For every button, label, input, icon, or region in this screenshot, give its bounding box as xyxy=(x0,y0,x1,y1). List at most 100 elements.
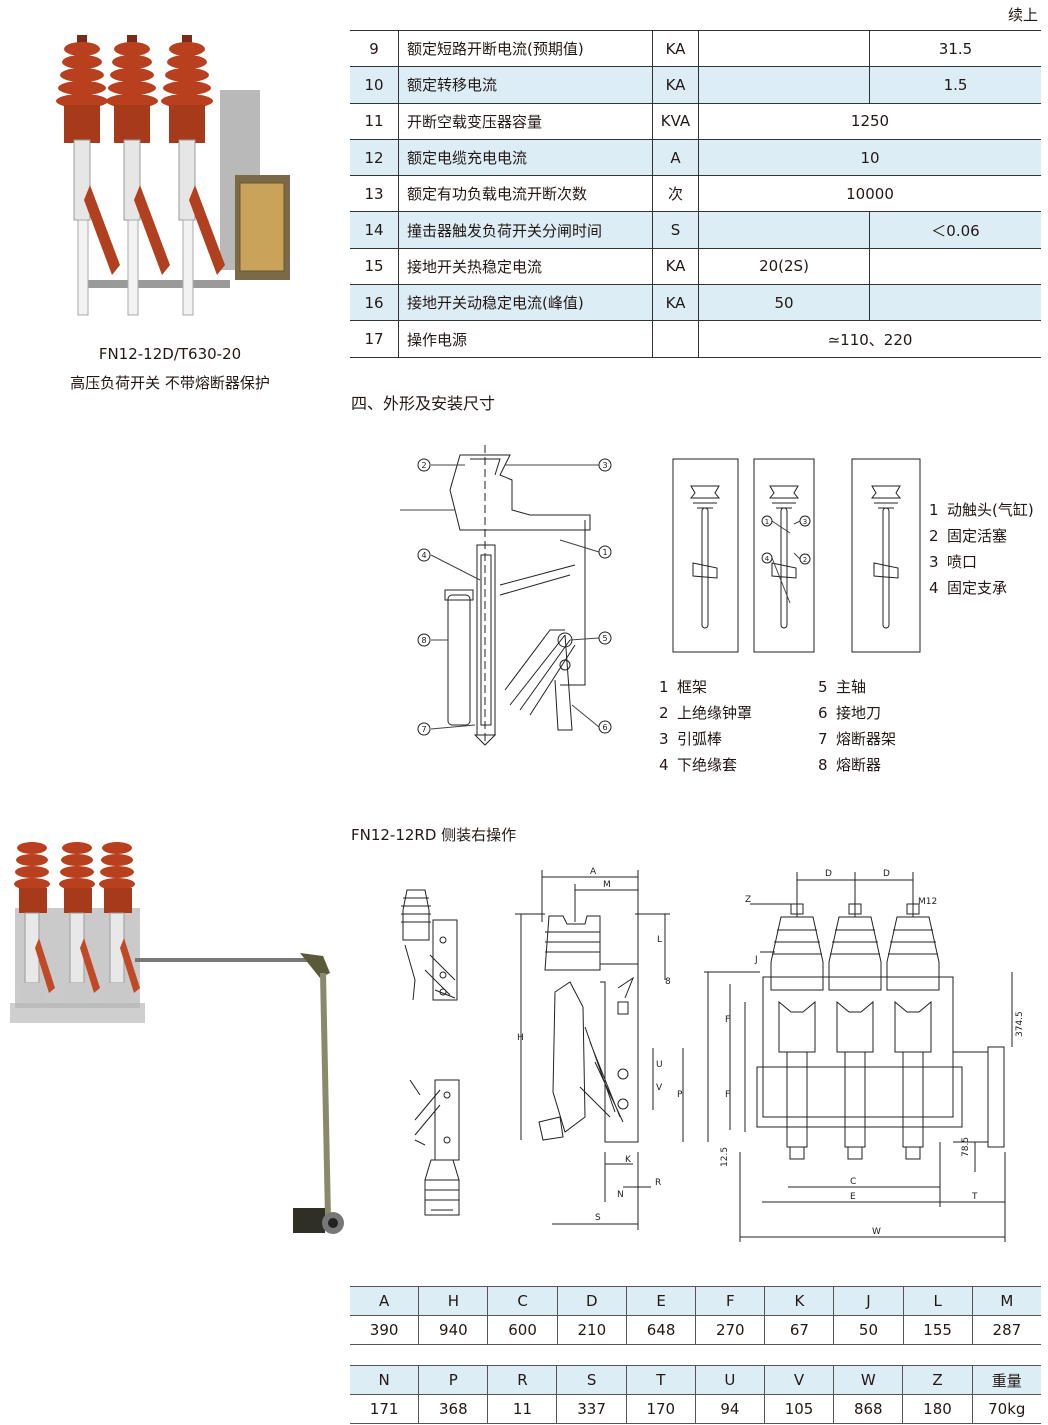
dimension-value: 11 xyxy=(487,1394,557,1424)
dimension-label: U xyxy=(656,1060,663,1070)
callout-marker: 7 xyxy=(417,722,431,736)
spec-value xyxy=(869,248,1041,286)
dimension-label: E xyxy=(850,1192,856,1202)
dimension-value: 600 xyxy=(487,1315,558,1345)
dimension-label: 78.5 xyxy=(961,1137,971,1157)
dimension-code: D xyxy=(556,1286,627,1316)
dimension-code: M xyxy=(971,1286,1041,1316)
dimension-label: T xyxy=(971,1192,978,1202)
dimension-value: 50 xyxy=(833,1315,903,1345)
svg-text:3: 3 xyxy=(602,461,607,470)
dimension-code: T xyxy=(625,1365,696,1395)
dimension-value: 210 xyxy=(556,1315,627,1345)
spec-number: 17 xyxy=(350,320,399,358)
callout-marker: 4 xyxy=(417,548,431,562)
spec-number: 13 xyxy=(350,175,399,213)
dimension-value: 105 xyxy=(763,1394,834,1424)
spec-unit: KA xyxy=(652,66,699,104)
spec-value xyxy=(869,284,1041,322)
svg-text:2: 2 xyxy=(803,556,807,564)
dimension-value: 390 xyxy=(350,1315,419,1345)
dimension-label: C xyxy=(850,1177,856,1187)
insulator-pole xyxy=(161,35,225,316)
callout-marker: 3 xyxy=(598,458,612,472)
spec-unit xyxy=(652,320,699,358)
dimension-code: A xyxy=(350,1286,419,1316)
dimension-code: P xyxy=(418,1365,488,1395)
dimension-code: J xyxy=(833,1286,903,1316)
insulator-pole xyxy=(56,35,120,316)
svg-text:4: 4 xyxy=(421,551,426,560)
spec-name: 操作电源 xyxy=(398,320,653,358)
dimension-label: M xyxy=(603,880,611,890)
dimension-label: L xyxy=(657,935,662,945)
svg-text:4: 4 xyxy=(765,555,770,563)
svg-text:2: 2 xyxy=(421,461,426,470)
dimension-label: S xyxy=(595,1213,601,1223)
spec-name: 额定短路开断电流(预期值) xyxy=(398,29,653,68)
dimension-code: U xyxy=(694,1365,765,1395)
dimension-value: 270 xyxy=(695,1315,765,1345)
dimension-label: D xyxy=(825,869,832,879)
spec-value: 10000 xyxy=(698,175,1041,213)
spec-value: 10 xyxy=(698,139,1041,177)
dimension-code: N xyxy=(350,1365,419,1395)
spec-unit: 次 xyxy=(652,175,699,213)
dimension-label: 12.5 xyxy=(720,1147,730,1167)
spec-name: 接地开关热稳定电流 xyxy=(398,248,653,286)
arc-chamber xyxy=(870,485,902,629)
dimension-value: 155 xyxy=(902,1315,973,1345)
arc-chamber xyxy=(768,485,800,629)
spec-number: 10 xyxy=(350,66,399,104)
dimension-code: 重量 xyxy=(971,1365,1041,1395)
svg-text:5: 5 xyxy=(602,634,607,643)
dimension-label: K xyxy=(625,1155,632,1165)
svg-text:6: 6 xyxy=(602,723,607,732)
dimension-label: F xyxy=(725,1015,730,1025)
spec-number: 11 xyxy=(350,103,399,140)
spec-number: 15 xyxy=(350,248,399,286)
svg-text:3: 3 xyxy=(803,518,807,526)
side-views-drawing xyxy=(401,889,460,1216)
spec-number: 12 xyxy=(350,139,399,177)
spec-unit: KVA xyxy=(652,103,699,140)
spec-number: 9 xyxy=(350,29,399,68)
dimension-label: M12 xyxy=(918,897,937,907)
svg-text:7: 7 xyxy=(421,725,426,734)
dimension-value: 70kg xyxy=(971,1394,1041,1424)
section-title: 四、外形及安装尺寸 xyxy=(351,394,496,413)
spec-name: 撞击器触发负荷开关分闸时间 xyxy=(398,211,653,249)
spec-number: 14 xyxy=(350,211,399,249)
continued-label: 续上 xyxy=(1008,6,1039,24)
dimension-code: K xyxy=(764,1286,834,1316)
dimension-code: R xyxy=(487,1365,557,1395)
spec-value: 1.5 xyxy=(869,66,1041,104)
callout-marker: 1 xyxy=(598,545,612,559)
load-switch-photo xyxy=(56,35,290,316)
callout-marker: 2 xyxy=(417,458,431,472)
dimension-value: 868 xyxy=(833,1394,903,1424)
side-mount-photo xyxy=(10,842,344,1234)
dimension-value: 940 xyxy=(418,1315,488,1345)
dimension-label: A xyxy=(590,867,597,877)
